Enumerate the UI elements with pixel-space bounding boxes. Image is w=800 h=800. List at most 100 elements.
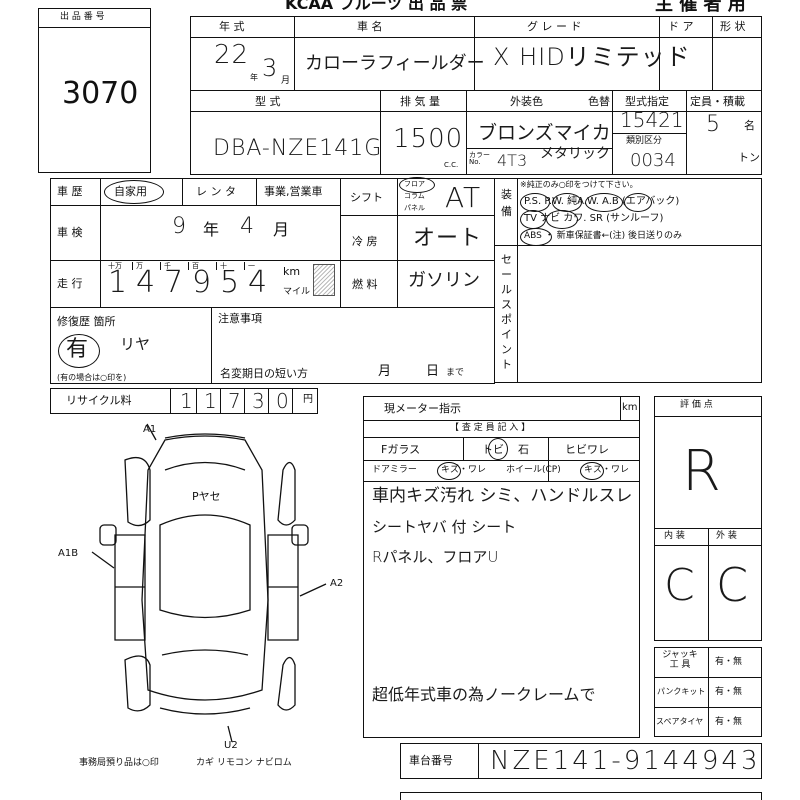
ab-circle (624, 193, 652, 212)
map-mark-left: A1B (58, 548, 78, 559)
ishi-label: 石 (518, 443, 529, 456)
inspector-note-3: Rパネル、フロアU (372, 548, 499, 566)
chassis-number: NZE141-9144943 (490, 746, 761, 776)
shift-floor-circle (399, 177, 435, 193)
cc-unit: C.C. (444, 161, 459, 169)
fglass-label: Fガラス (381, 443, 421, 456)
mirror-damage-label: キズ・ワレ (441, 465, 487, 475)
spare-yes-no: 有・無 (715, 717, 743, 727)
mileage-digit-0: 1 (108, 265, 128, 300)
exterior-score: C (716, 558, 749, 612)
rental-option: レ ン タ (196, 185, 236, 198)
meter-label: 現メーター指示 (384, 402, 461, 415)
grade-value: X HIDリミテッド (493, 43, 691, 71)
recycle-digit-4: 0 (276, 389, 289, 413)
shaken-year-unit: 年 (203, 220, 220, 239)
interior-label: 内 装 (664, 531, 685, 541)
inspector-note-4: 超低年式車の為ノークレームで (372, 685, 596, 704)
short-term-label: 名変期日の短い方 (220, 367, 308, 380)
aircon-label: 冷 房 (352, 235, 378, 248)
color-value: ブロンズマイカ (478, 122, 611, 144)
jack-yes-no: 有・無 (715, 657, 743, 667)
recycle-digit-1: 1 (204, 389, 217, 413)
capacity-value: 5 (706, 112, 721, 137)
spare-label: スペアタイヤ (656, 717, 704, 726)
mileage-unit-1: 万 (136, 262, 143, 270)
interior-score: C (664, 560, 695, 611)
recycle-digit-2: 7 (228, 389, 241, 413)
inspector-box (363, 396, 640, 738)
year-label: 年 式 (219, 20, 245, 33)
color-change-label: 色替 (588, 95, 610, 108)
mile-unit: マイル (283, 287, 311, 297)
type-value: DBA-NZE141G (213, 136, 383, 161)
month-unit: 月 (281, 76, 291, 86)
header-partial-text: KCAA フルーツ 出 品 票 (285, 0, 468, 13)
notes-label: 注意事項 (218, 312, 262, 325)
equipment-note: ※純正のみ○印をつけて下さい。 (520, 180, 638, 189)
capacity-label: 定員・積載 (690, 95, 745, 108)
chassis-label: 車台番号 (409, 754, 453, 767)
load-unit: トン (738, 151, 760, 164)
shape-label: 形 状 (720, 20, 746, 33)
business-option: 事業,営業車 (264, 185, 323, 198)
repair-circle (58, 334, 100, 368)
door-mirror-label: ドアミラー (372, 465, 417, 475)
fuel-label: 燃 料 (352, 278, 378, 291)
inspector-header: 【 査 定 員 記 入 】 (450, 423, 531, 433)
short-term-day: 日 (426, 364, 440, 379)
equipment-label: 装 備 (501, 188, 512, 218)
hibiware-label: ヒビワレ (565, 443, 609, 456)
sales-point-label: セールスポイント (501, 253, 512, 371)
repair-note: (有の場合は○印を) (57, 373, 127, 382)
score-label: 評 価 点 (680, 400, 713, 410)
equipment-row-3: ABS ・ 新車保証書←(注) 後日送りのみ (524, 231, 683, 241)
mileage-digit-4: 5 (220, 265, 240, 300)
capacity-unit: 名 (744, 119, 755, 132)
short-term-month: 月 (378, 364, 392, 379)
abs-circle (520, 228, 552, 246)
model-value: カローラフィールダー (305, 53, 485, 74)
map-mark-right: A2 (330, 578, 343, 589)
wheel-damage-label: キズ・ワレ (584, 465, 630, 475)
category-label: 類別区分 (626, 136, 663, 146)
wheel-label: ホイール(CP) (506, 465, 561, 475)
lot-number-box (38, 8, 151, 173)
inspector-note-2: シートヤバ 付 シート (372, 518, 517, 536)
shaken-year-value: 9 (172, 214, 187, 239)
type-designation-label: 型式指定 (625, 95, 669, 108)
shaken-label: 車 検 (57, 226, 83, 239)
fuel-value: ガソリン (408, 270, 480, 291)
category-value: 0034 (630, 150, 676, 171)
office-items: カギ リモコン ナビロム (196, 758, 292, 768)
shift-column-option: コラム (404, 192, 425, 200)
navi-circle (546, 210, 578, 229)
lot-number: 3070 (62, 76, 139, 111)
vehicle-info-table (190, 16, 762, 175)
recycle-digit-3: 3 (252, 389, 265, 413)
inspector-note-1: 車内キズ汚れ シミ、ハンドルスレ (372, 486, 633, 506)
mileage-unit-4: 十 (220, 262, 227, 270)
puncture-label: パンクキット (657, 687, 706, 696)
mileage-unit-0: 十万 (108, 262, 122, 270)
shaken-month-value: 4 (240, 214, 255, 239)
color-code-value: 4T3 (497, 151, 528, 170)
mileage-digit-2: 7 (164, 265, 184, 300)
yen-unit: 円 (303, 394, 313, 405)
bottom-line (400, 792, 762, 800)
mileage-unit-5: 一 (248, 262, 255, 270)
mileage-unit-2: 千 (164, 262, 171, 270)
map-mark-top: A1 (143, 424, 156, 435)
jack-label: ジャッキ 工 具 (662, 650, 698, 670)
aw-circle (585, 193, 623, 212)
tobi-circle (488, 438, 508, 460)
lot-number-label: 出 品 番 号 (60, 12, 105, 22)
grade-label: グ レ ー ド (527, 20, 582, 33)
overall-score: R (682, 439, 721, 504)
map-mark-bottom: U2 (224, 740, 238, 751)
short-term-by: まで (446, 368, 465, 378)
mileage-digit-1: 4 (136, 265, 156, 300)
mileage-label: 走 行 (57, 277, 83, 290)
shift-value: AT (445, 181, 482, 214)
color-note-value: メタリック (540, 146, 610, 162)
